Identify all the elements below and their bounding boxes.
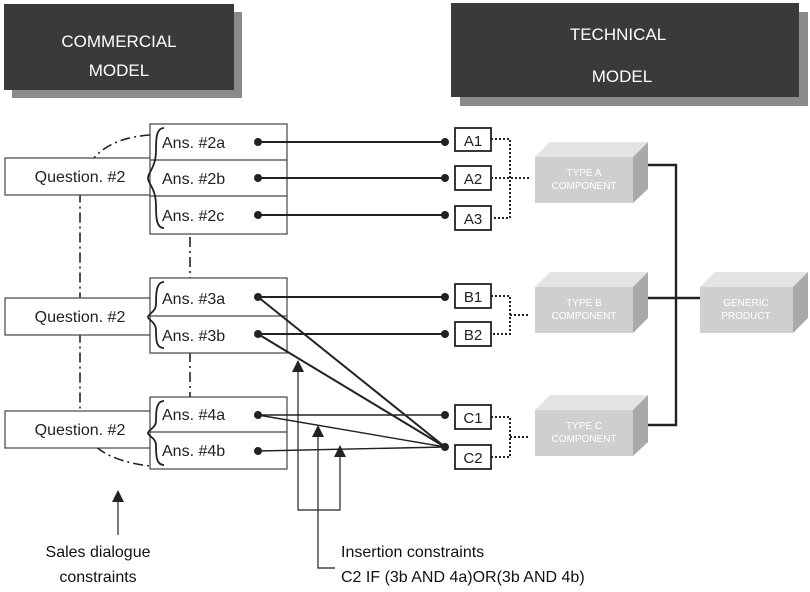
- generic-product-cube: GENERIC PRODUCT: [700, 272, 808, 333]
- component-to-product-links: [648, 165, 700, 425]
- commercial-header-line2: MODEL: [89, 61, 149, 80]
- answer-label: Ans. #3b: [162, 328, 225, 345]
- question-label: Question. #2: [35, 422, 126, 439]
- question-label: Question. #2: [35, 169, 126, 186]
- technical-model-header: TECHNICAL MODEL: [451, 3, 808, 106]
- component-label: TYPE C: [566, 421, 602, 432]
- tech-code-label: A2: [464, 171, 482, 188]
- tech-code-label: C2: [463, 450, 482, 467]
- code-to-component-dotted-links: [491, 139, 530, 457]
- type-c-component-cube: TYPE C COMPONENT: [535, 395, 648, 456]
- commercial-header-line1: COMMERCIAL: [61, 32, 176, 51]
- answer-label: Ans. #4a: [162, 407, 225, 424]
- tech-code-label: B2: [464, 327, 482, 344]
- sales-dialogue-arrow: [112, 490, 124, 535]
- type-a-component-cube: TYPE A COMPONENT: [535, 142, 648, 203]
- technical-header-line2: MODEL: [592, 67, 652, 86]
- question-label: Question. #2: [35, 309, 126, 326]
- tech-code-label: A1: [464, 133, 482, 150]
- answer-label: Ans. #2c: [162, 208, 224, 225]
- answer-label: Ans. #3a: [162, 291, 225, 308]
- component-label: COMPONENT: [552, 311, 617, 322]
- generic-product-label: PRODUCT: [721, 311, 770, 322]
- question-box-3: Question. #2: [5, 411, 156, 448]
- component-label: COMPONENT: [552, 434, 617, 445]
- generic-product-label: GENERIC: [723, 298, 769, 309]
- tech-code-label: A3: [464, 211, 482, 228]
- commercial-model-header: COMMERCIAL MODEL: [4, 4, 242, 98]
- component-label: TYPE A: [566, 168, 601, 179]
- insertion-constraint-arrows: [298, 368, 340, 568]
- question-box-1: Question. #2: [5, 158, 156, 195]
- type-b-component-cube: TYPE B COMPONENT: [535, 272, 648, 333]
- sales-dialogue-note-line1: Sales dialogue: [46, 544, 151, 561]
- technical-header-line1: TECHNICAL: [570, 25, 666, 44]
- sales-dialogue-note-line2: constraints: [59, 569, 136, 586]
- tech-code-label: B1: [464, 289, 482, 306]
- arrow-heads: [292, 360, 346, 457]
- component-label: COMPONENT: [552, 181, 617, 192]
- question-box-2: Question. #2: [5, 298, 156, 335]
- answer-label: Ans. #4b: [162, 443, 225, 460]
- tech-code-label: C1: [463, 410, 482, 427]
- insertion-constraints-note-line1: Insertion constraints: [341, 544, 484, 561]
- component-label: TYPE B: [566, 298, 602, 309]
- insertion-constraints-note-line2: C2 IF (3b AND 4a)OR(3b AND 4b): [341, 569, 585, 586]
- answer-label: Ans. #2a: [162, 135, 225, 152]
- answer-label: Ans. #2b: [162, 171, 225, 188]
